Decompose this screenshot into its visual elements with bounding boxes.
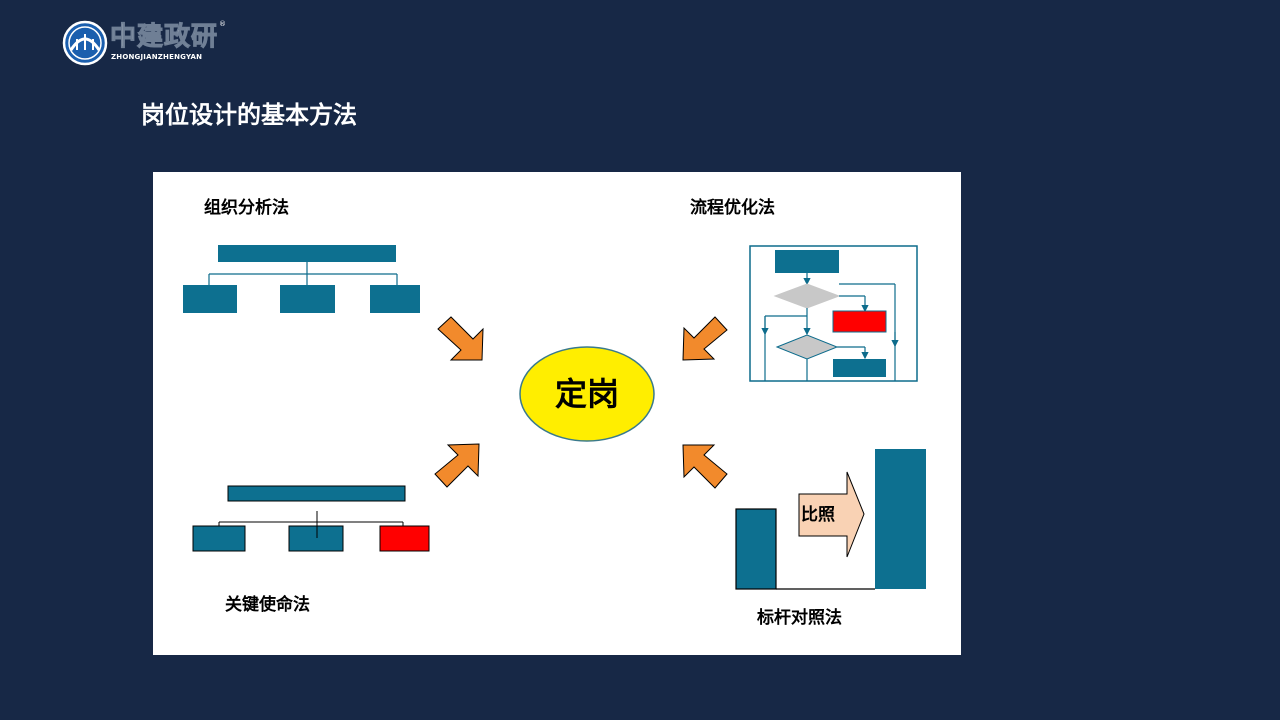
logo-registered-mark: ® (219, 20, 226, 28)
diagram-graphics (183, 245, 926, 590)
mission-child-box (288, 525, 344, 552)
key-mission-label: 关键使命法 (225, 595, 310, 615)
org-child-box (280, 285, 335, 313)
page-title: 岗位设计的基本方法 (141, 101, 357, 129)
benchmark-short-bar (735, 508, 777, 590)
compare-arrow-label: 比照 (801, 505, 835, 525)
process-optimization-label: 流程优化法 (690, 198, 775, 218)
mission-top-box (227, 485, 406, 502)
benchmark-chart-graphic (735, 449, 926, 590)
flow-end-box (833, 359, 886, 377)
logo-subtext: ZHONGJIANZHENGYAN (111, 53, 203, 61)
benchmark-tall-bar (875, 449, 926, 589)
org-analysis-label: 组织分析法 (204, 198, 289, 218)
org-top-box (218, 245, 396, 262)
arrow-from-org-analysis-icon (437, 316, 484, 361)
arrow-from-benchmark-icon (682, 444, 728, 489)
mission-child-box (192, 525, 246, 552)
flow-start-box (775, 250, 839, 273)
org-child-box (183, 285, 237, 313)
mission-child-box-red (379, 525, 430, 552)
logo-wordmark: 中建政研 (109, 22, 219, 53)
org-chart-graphic (183, 245, 420, 313)
arrow-from-process-icon (682, 316, 728, 361)
company-logo: 中建政研 ® ZHONGJIANZHENGYAN (62, 20, 232, 66)
center-ellipse (519, 346, 655, 442)
flow-red-box (832, 310, 887, 333)
method-diagram: 组织分析法 流程优化法 关键使命法 标杆对照法 定岗 比照 (153, 172, 961, 655)
key-mission-chart-graphic (192, 485, 430, 552)
center-label: 定岗 (554, 375, 619, 413)
org-child-box (370, 285, 420, 313)
compare-arrow (798, 471, 865, 558)
process-flowchart-graphic (749, 245, 918, 382)
arrow-from-key-mission-icon (434, 443, 480, 488)
benchmarking-label: 标杆对照法 (757, 608, 842, 628)
logo-emblem-icon (62, 20, 108, 66)
